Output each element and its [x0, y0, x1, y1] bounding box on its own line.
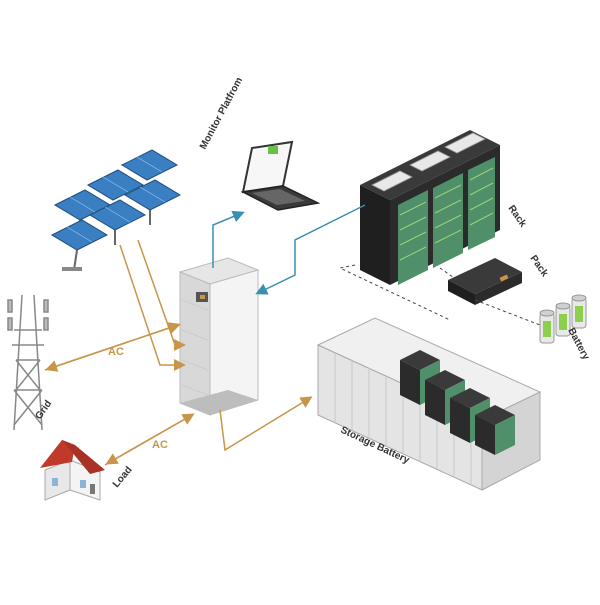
pcs-cabinet-icon — [178, 257, 260, 416]
rack-label: Rack — [506, 203, 529, 229]
load-label: Load — [111, 465, 135, 490]
pack-icon — [448, 258, 522, 305]
solar-panel-icon — [50, 149, 182, 271]
laptop-icon — [240, 140, 321, 211]
pcs-to-storage-line — [219, 396, 313, 452]
monitor-label: Monitor Platfrom — [198, 76, 245, 152]
dashed-links — [338, 264, 541, 326]
load-ac-line — [104, 413, 195, 466]
rack-icon — [360, 130, 500, 285]
grid-ac-line — [44, 322, 181, 372]
ac-load-label: AC — [152, 439, 168, 451]
container-icon — [316, 317, 542, 491]
ac-grid-label: AC — [108, 346, 124, 358]
battery-label: Battery — [565, 326, 591, 362]
grid-label: Grid — [33, 399, 54, 422]
solar-to-pcs-line — [119, 239, 186, 371]
tower-icon — [7, 294, 49, 431]
pcs-to-monitor-line — [212, 210, 245, 268]
rack-to-pcs-line — [255, 204, 366, 295]
house-icon — [40, 440, 105, 501]
battery-icon — [539, 294, 587, 344]
pack-label: Pack — [528, 253, 551, 279]
